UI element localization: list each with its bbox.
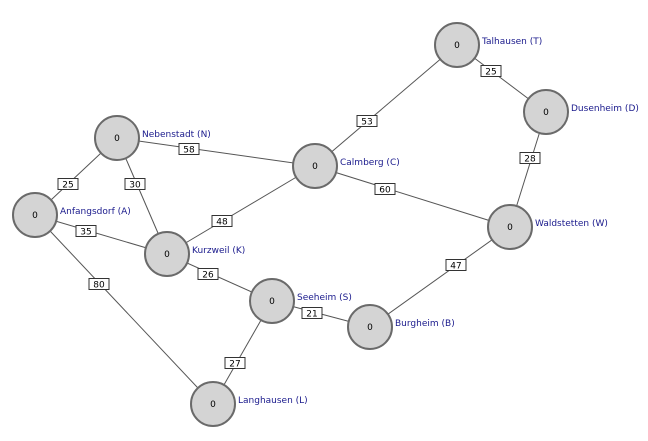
- node-label: Nebenstadt (N): [142, 130, 211, 140]
- node-label: Seeheim (S): [297, 293, 352, 303]
- edge-weight-box: [178, 143, 200, 155]
- edges-layer: 25 35 80 30 58 48 26 53 60 25 28 47 21 27: [34, 44, 547, 405]
- node-a[interactable]: 0 Anfangsdorf (A): [12, 192, 131, 238]
- node-value: 0: [543, 108, 549, 118]
- node-d[interactable]: 0 Dusenheim (D): [523, 89, 639, 135]
- edge-weight-label: 53: [361, 118, 372, 128]
- node-s[interactable]: 0 Seeheim (S): [249, 278, 352, 324]
- edge-w-b: 47: [369, 226, 511, 328]
- edge-weight-box: [75, 225, 97, 237]
- edge-weight-label: 48: [216, 218, 228, 228]
- node-c[interactable]: 0 Calmberg (C): [292, 143, 400, 189]
- node-value: 0: [367, 323, 373, 333]
- node-n[interactable]: 0 Nebenstadt (N): [94, 115, 211, 161]
- edge-weight-box: [197, 268, 219, 280]
- edge-weight-box: [374, 183, 396, 195]
- edge-weight-box: [57, 178, 79, 190]
- node-circle[interactable]: [292, 143, 338, 189]
- edge-weight-box: [88, 278, 110, 290]
- node-value: 0: [269, 297, 275, 307]
- node-w[interactable]: 0 Waldstetten (W): [487, 204, 608, 250]
- edge-weight-label: 28: [524, 155, 536, 165]
- edge-weight-label: 80: [93, 281, 105, 291]
- node-l[interactable]: 0 Langhausen (L): [190, 381, 308, 427]
- node-label: Waldstetten (W): [535, 219, 608, 229]
- node-k[interactable]: 0 Kurzweil (K): [144, 231, 245, 277]
- node-circle[interactable]: [523, 89, 569, 135]
- node-label: Anfangsdorf (A): [60, 207, 131, 217]
- edge-line-calmberg-c-talhausen-t: [314, 44, 458, 167]
- edge-weight-label: 25: [62, 181, 73, 191]
- node-b[interactable]: 0 Burgheim (B): [347, 304, 455, 350]
- node-circle[interactable]: [190, 381, 236, 427]
- edge-weight-label: 30: [129, 181, 141, 191]
- edge-weight-label: 60: [379, 186, 391, 196]
- edge-weight-label: 25: [485, 68, 496, 78]
- edge-weight-box: [124, 178, 146, 190]
- edge-weight-label: 21: [306, 310, 317, 320]
- node-value: 0: [312, 162, 318, 172]
- node-value: 0: [32, 211, 38, 221]
- edge-weight-label: 47: [450, 262, 461, 272]
- node-value: 0: [210, 400, 216, 410]
- edge-line-nebenstadt-n-calmberg-c: [116, 137, 316, 167]
- edge-weight-box: [445, 259, 467, 271]
- node-value: 0: [507, 223, 513, 233]
- node-value: 0: [454, 41, 460, 51]
- edge-weight-box: [519, 152, 541, 164]
- node-circle[interactable]: [487, 204, 533, 250]
- edge-line-calmberg-c-waldstetten-w: [314, 165, 511, 228]
- node-label: Burgheim (B): [395, 319, 455, 329]
- node-value: 0: [164, 250, 170, 260]
- edge-k-c: 48: [166, 165, 316, 255]
- edge-weight-label: 26: [202, 271, 214, 281]
- edge-line-waldstetten-w-burgheim-b: [369, 226, 511, 328]
- edge-weight-label: 35: [80, 228, 91, 238]
- edge-weight-label: 58: [183, 146, 195, 156]
- edge-weight-box: [301, 307, 323, 319]
- edge-c-t: 53: [314, 44, 458, 167]
- edge-a-l: 80: [34, 214, 214, 405]
- edge-weight-box: [211, 215, 233, 227]
- node-t[interactable]: 0 Talhausen (T): [434, 22, 542, 68]
- edge-weight-box: [480, 65, 502, 77]
- node-value: 0: [114, 134, 120, 144]
- node-circle[interactable]: [12, 192, 58, 238]
- node-circle[interactable]: [144, 231, 190, 277]
- node-circle[interactable]: [94, 115, 140, 161]
- node-label: Langhausen (L): [238, 396, 308, 406]
- node-circle[interactable]: [249, 278, 295, 324]
- edge-c-w: 60: [314, 165, 511, 228]
- node-label: Dusenheim (D): [571, 104, 639, 114]
- node-label: Talhausen (T): [481, 37, 542, 47]
- node-label: Kurzweil (K): [192, 246, 245, 256]
- edge-weight-label: 27: [229, 360, 240, 370]
- edge-weight-box: [356, 115, 378, 127]
- node-label: Calmberg (C): [340, 158, 400, 168]
- edge-weight-box: [224, 357, 246, 369]
- edge-n-c: 58: [116, 137, 316, 167]
- edge-line-anfangsdorf-a-langhausen-l: [34, 214, 214, 405]
- edge-line-kurzweil-k-calmberg-c: [166, 165, 316, 255]
- node-circle[interactable]: [434, 22, 480, 68]
- node-circle[interactable]: [347, 304, 393, 350]
